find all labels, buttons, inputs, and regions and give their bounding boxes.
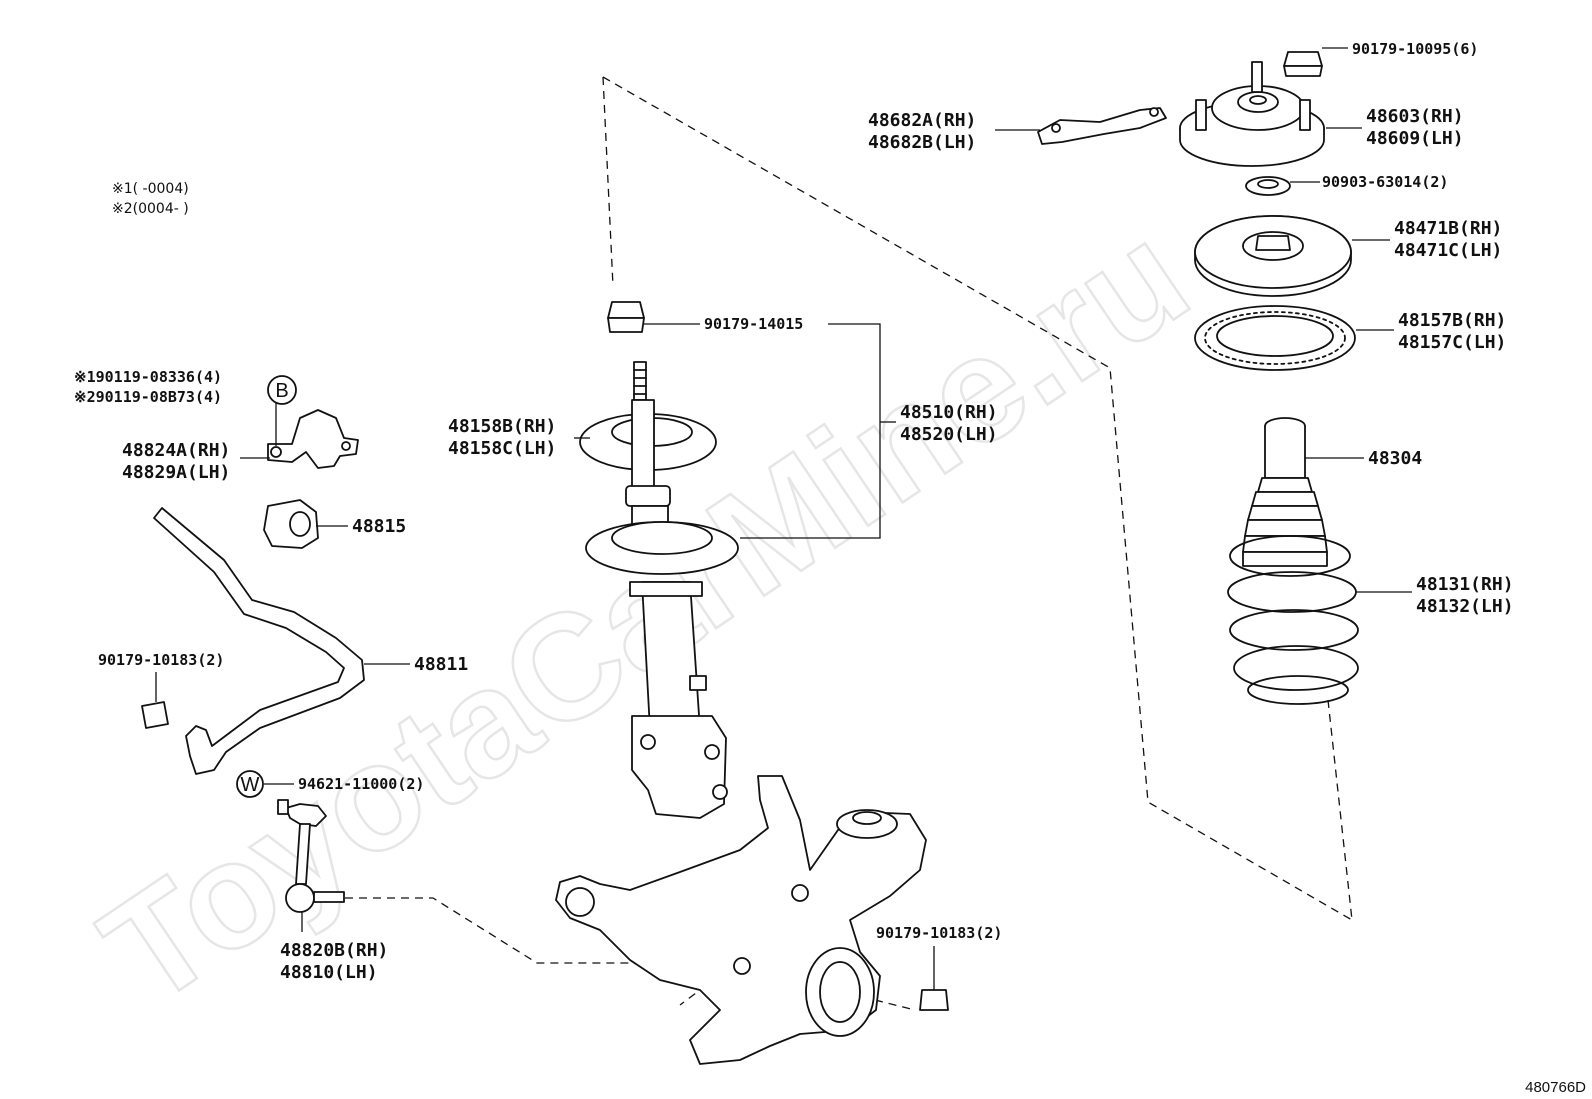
bushing-bracket [240,402,359,469]
label-bushing: 48815 [352,516,406,537]
circle-mark-b: B [267,375,297,405]
insulator-ring [1194,305,1394,371]
label-stabilizer-nut: 90179-10183(2) [98,651,224,669]
strut-nut [607,301,896,539]
note-2: ※2(0004- ) [112,201,189,217]
bracket [995,107,1167,145]
label-strut-mount-lh: 48609(LH) [1366,128,1464,149]
label-upper-seat-lh: 48471C(LH) [1394,240,1502,261]
label-lower-insulator-lh: 48158C(LH) [448,438,556,459]
diagram-code: 480766D [1525,1079,1586,1096]
label-knuckle-nut: 90179-10183(2) [876,924,1002,942]
label-bushing-bracket-lh: 48829A(LH) [122,462,230,483]
circle-mark-w: W [236,770,294,798]
coil-spring [1227,535,1412,705]
bump-stop [1242,417,1364,567]
label-insulator-lh: 48157C(LH) [1398,332,1506,353]
svg-text:W: W [241,774,260,796]
label-washer: 94621-11000(2) [298,775,424,793]
label-lower-insulator-rh: 48158B(RH) [448,416,556,437]
svg-text:B: B [275,380,288,402]
label-insulator-rh: 48157B(RH) [1398,310,1506,331]
label-bolt-note-1: ※190119-08336(4) [74,368,222,386]
label-strut-nut: 90179-14015 [704,315,803,333]
label-bracket-rh: 48682A(RH) [868,110,976,131]
label-spring-lh: 48132(LH) [1416,596,1514,617]
knuckle-nut [919,946,949,1011]
label-bolt-top: 90179-10095(6) [1352,40,1478,58]
stabilizer-bushing [263,499,348,549]
bearing [1245,176,1320,196]
guide-lines [345,76,1353,1011]
label-bolt-note-2: ※290119-08B73(4) [74,388,222,406]
label-link-rh: 48820B(RH) [280,940,388,961]
part-labels: ※1( -0004) ※2(0004- ) 90179-10095(6) 486… [74,40,1586,1096]
top-nut [1283,47,1348,77]
shock-absorber [574,361,739,819]
note-1: ※1( -0004) [112,181,189,197]
label-link-lh: 48810(LH) [280,962,378,983]
stabilizer-link [277,799,345,932]
upper-spring-seat [1194,215,1390,297]
label-absorber-lh: 48520(LH) [900,424,998,445]
label-bracket-lh: 48682B(LH) [868,132,976,153]
strut-mount [1179,61,1362,167]
label-bearing: 90903-63014(2) [1322,173,1448,191]
stabilizer-bar [153,507,410,775]
label-upper-seat-rh: 48471B(RH) [1394,218,1502,239]
label-absorber-rh: 48510(RH) [900,402,998,423]
stabilizer-nut [141,672,169,729]
label-bushing-bracket-rh: 48824A(RH) [122,440,230,461]
label-stabilizer-bar: 48811 [414,654,468,675]
label-strut-mount-rh: 48603(RH) [1366,106,1464,127]
steering-knuckle [555,775,927,1065]
label-spring-rh: 48131(RH) [1416,574,1514,595]
label-bump-stop: 48304 [1368,448,1422,469]
